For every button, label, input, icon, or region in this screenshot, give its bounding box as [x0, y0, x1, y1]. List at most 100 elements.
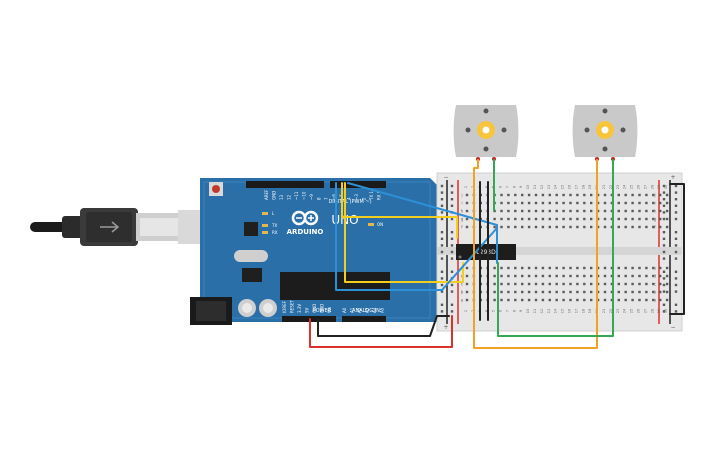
breadboard-hole [548, 209, 551, 213]
breadboard-hole [562, 201, 565, 205]
column-number: 11 [533, 185, 537, 189]
breadboard-hole [596, 290, 600, 294]
breadboard-hole [440, 303, 444, 306]
breadboard-hole [440, 231, 444, 234]
breadboard-hole [555, 193, 558, 197]
breadboard-hole [450, 257, 454, 260]
breadboard-hole [631, 290, 634, 294]
breadboard-hole [610, 266, 614, 270]
column-number: 21 [602, 309, 606, 313]
breadboard-hole [662, 184, 666, 188]
breadboard-hole [555, 266, 558, 270]
breadboard-hole [569, 274, 572, 278]
breadboard-hole [624, 201, 627, 205]
breadboard-hole [548, 225, 551, 229]
breadboard-hole [674, 204, 678, 207]
breadboard-hole [674, 244, 678, 247]
breadboard-hole [674, 191, 678, 194]
breadboard-hole [590, 298, 593, 302]
breadboard-hole [548, 217, 551, 221]
breadboard-hole [674, 277, 678, 280]
breadboard-hole [500, 209, 503, 213]
breadboard-hole [493, 225, 496, 229]
breadboard-hole [590, 266, 593, 270]
pin-label: 4 [347, 197, 352, 200]
breadboard-hole [662, 310, 666, 313]
breadboard-hole [624, 217, 627, 221]
dc-motor-2 [572, 105, 638, 161]
rail-minus-label: − [670, 324, 675, 331]
breadboard-hole [440, 250, 444, 254]
column-number: 1 [464, 186, 468, 188]
breadboard-hole [440, 277, 444, 280]
breadboard-hole [596, 193, 600, 197]
breadboard-hole [527, 290, 531, 294]
breadboard-hole [440, 270, 444, 273]
breadboard-hole [569, 193, 572, 197]
breadboard-hole [610, 217, 614, 221]
breadboard-hole [590, 201, 593, 205]
pin-label: 3.3V [297, 304, 302, 313]
breadboard-hole [583, 193, 586, 197]
breadboard-hole [662, 231, 666, 234]
breadboard-hole [569, 282, 572, 286]
pin-label: 5V [305, 307, 310, 313]
breadboard-hole [596, 298, 600, 302]
breadboard-hole [662, 257, 666, 260]
breadboard-hole [514, 266, 517, 270]
column-number: 27 [643, 185, 647, 189]
breadboard-hole [440, 290, 444, 293]
breadboard-hole [583, 201, 586, 205]
column-number: 12 [540, 309, 544, 313]
breadboard-hole [603, 274, 607, 278]
column-number: 30 [664, 185, 668, 189]
column-number: 25 [630, 185, 634, 189]
breadboard-hole [450, 237, 454, 240]
breadboard-hole [638, 225, 641, 229]
breadboard-hole [450, 283, 454, 287]
breadboard-hole [514, 274, 517, 278]
row-letter: h [461, 209, 464, 214]
breadboard-hole [507, 274, 510, 278]
arduino-logo-icon [291, 210, 319, 226]
breadboard-hole [610, 282, 614, 286]
column-number: 23 [616, 185, 620, 189]
breadboard-hole [659, 193, 662, 197]
breadboard-hole [521, 282, 524, 286]
column-number: 24 [623, 184, 627, 189]
breadboard-hole [527, 225, 531, 229]
breadboard-hole [603, 193, 607, 197]
breadboard-hole [500, 282, 503, 286]
breadboard-hole [674, 237, 678, 240]
column-number: 13 [547, 185, 551, 189]
column-number: 22 [609, 185, 613, 189]
pin-label: ~9 [309, 194, 314, 200]
breadboard-hole [583, 225, 586, 229]
breadboard-hole [440, 184, 444, 188]
column-number: 11 [533, 309, 537, 313]
breadboard-hole [450, 184, 454, 188]
wire-black-rail-link [669, 183, 685, 315]
breadboard-hole [662, 303, 666, 306]
breadboard-hole [638, 217, 641, 221]
breadboard-hole [521, 298, 524, 302]
pin-label: 8 [317, 197, 322, 200]
breadboard-hole [534, 282, 538, 286]
column-number: 23 [616, 309, 620, 313]
row-letter: d [654, 274, 657, 279]
column-number: 6 [499, 310, 503, 312]
breadboard-hole [674, 283, 678, 287]
column-number: 12 [540, 185, 544, 189]
breadboard-hole [638, 266, 641, 270]
column-number: 7 [505, 310, 509, 312]
breadboard-hole [450, 310, 454, 313]
breadboard-hole [450, 290, 454, 293]
pin-label: ~3 [354, 194, 359, 200]
breadboard-hole [645, 193, 648, 197]
breadboard-hole [521, 225, 524, 229]
breadboard-hole [562, 298, 565, 302]
column-number: 26 [637, 185, 641, 189]
breadboard-hole [662, 290, 666, 293]
breadboard-hole [631, 217, 634, 221]
